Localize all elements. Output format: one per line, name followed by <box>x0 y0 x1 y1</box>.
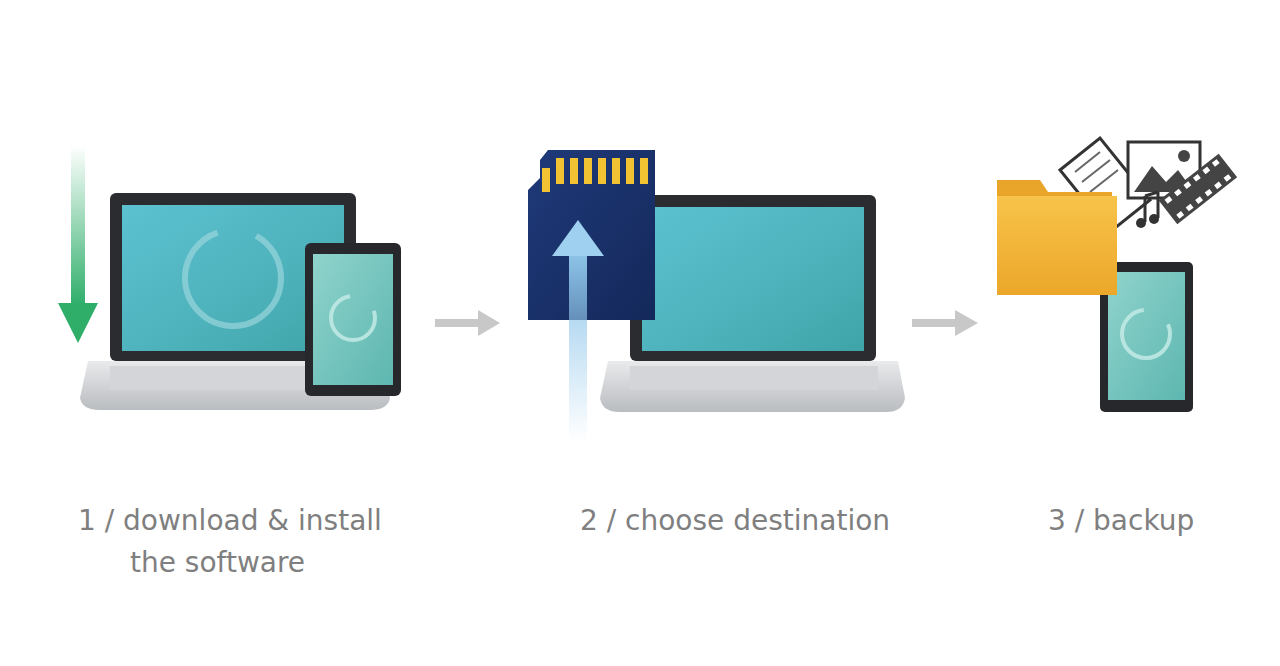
folder-icon <box>997 180 1117 295</box>
sd-card <box>528 150 655 320</box>
step-caption: 1 / download & install the software <box>78 500 400 584</box>
download-arrow <box>58 145 98 343</box>
step-caption: 2 / choose destination <box>580 500 1000 542</box>
step-caption: 3 / backup <box>1048 500 1268 542</box>
insert-arrow <box>552 220 604 442</box>
phone-one <box>305 243 401 396</box>
